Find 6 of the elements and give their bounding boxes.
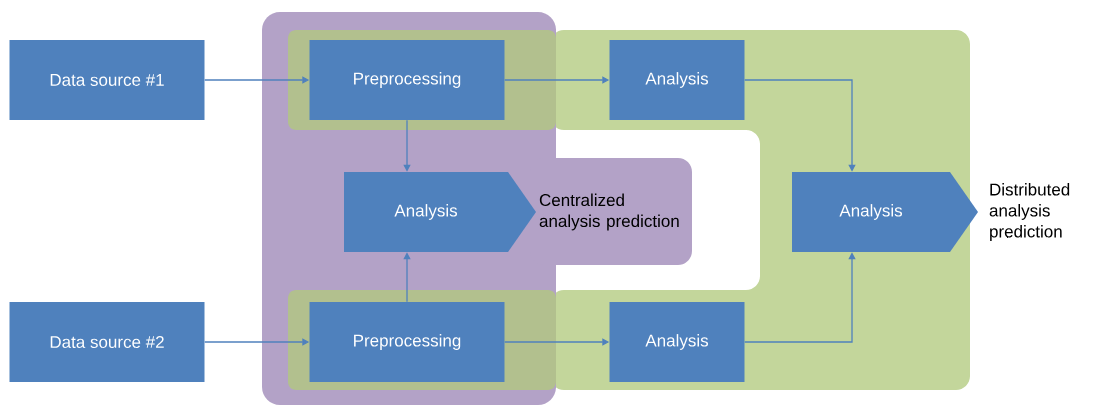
pentagon-arrow-box: Analysis [792, 172, 978, 252]
process-box: Analysis [609, 40, 745, 120]
process-box: Data source #2 [9, 302, 205, 382]
pentagon-arrow-box: Analysis [344, 172, 536, 252]
process-box: Data source #1 [9, 40, 205, 120]
process-box: Analysis [609, 302, 745, 382]
